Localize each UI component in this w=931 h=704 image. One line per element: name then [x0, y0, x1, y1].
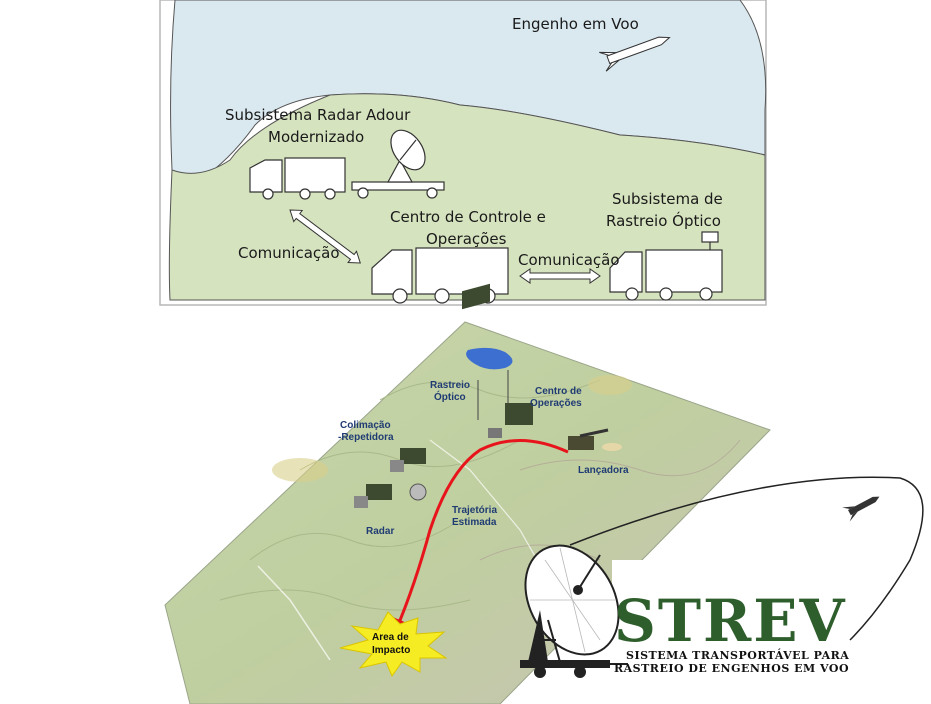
flight-object-label: Engenho em Voo — [512, 15, 639, 33]
map-label-collimation-2: -Repetidora — [338, 432, 394, 443]
radar-antenna-trailer-icon — [351, 129, 445, 199]
impact-label-2: Impacto — [372, 645, 410, 656]
radar-subsystem-label-1: Subsistema Radar Adour — [225, 106, 411, 124]
logo-background — [612, 560, 878, 704]
comm-label-left: Comunicação — [238, 244, 340, 262]
map-label-collimation-1: Colimação — [340, 420, 391, 431]
map-label-ops-2: Operações — [530, 398, 582, 409]
estimated-trajectory-line — [391, 439, 569, 637]
radar-truck-icon — [249, 157, 346, 200]
control-center-label-2: Operações — [426, 230, 507, 248]
flying-missile-icon — [599, 36, 671, 72]
operations-center-vehicle-icon — [505, 370, 533, 425]
ground-area — [168, 93, 766, 301]
control-center-label-1: Centro de Controle e — [390, 208, 546, 226]
terrain-map: Rastreio Óptico Centro de Operações Coli… — [164, 283, 771, 704]
optical-subsystem-label-1: Subsistema de — [612, 190, 723, 208]
map-label-ops-1: Centro de — [535, 386, 582, 397]
optical-subsystem-label-2: Rastreio Óptico — [606, 211, 721, 230]
map-label-trajectory-1: Trajetória — [452, 505, 497, 516]
logo-subtitle-line1: SISTEMA TRANSPORTÁVEL PARA — [626, 648, 849, 662]
map-label-optical-2: Óptico — [434, 390, 466, 403]
map-label-radar: Radar — [366, 526, 394, 537]
control-center-truck-icon — [371, 247, 509, 304]
comm-label-right: Comunicação — [518, 251, 620, 269]
optical-tracking-truck-icon — [609, 231, 723, 301]
launcher-vehicle-icon — [568, 428, 622, 451]
lake — [466, 347, 513, 370]
impact-area-star-icon — [339, 611, 448, 678]
logo-subtitle-line2: RASTREIO DE ENGENHOS EM VOO — [614, 662, 849, 675]
logo-title: STREV — [614, 587, 846, 655]
map-label-launcher: Lançadora — [578, 465, 629, 476]
strev-logo: STREV SISTEMA TRANSPORTÁVEL PARA RASTREI… — [520, 476, 924, 704]
top-diagram: Engenho em Voo Subsistema Radar Adour Mo… — [159, 0, 767, 306]
logo-missile-icon — [842, 496, 880, 522]
logo-radar-dish-icon — [520, 544, 628, 678]
map-label-trajectory-2: Estimada — [452, 517, 497, 528]
impact-label-1: Area de — [372, 632, 409, 643]
optical-tracking-vehicle-icon — [462, 283, 502, 438]
radar-vehicle-icon — [354, 483, 427, 508]
comm-arrow-left-icon — [289, 209, 361, 264]
comm-arrow-right-icon — [519, 268, 601, 284]
map-label-optical-1: Rastreio — [430, 380, 470, 391]
collimation-repeater-vehicle-icon — [390, 448, 426, 472]
logo-trajectory-curve — [569, 476, 924, 641]
radar-subsystem-label-2: Modernizado — [268, 128, 364, 146]
